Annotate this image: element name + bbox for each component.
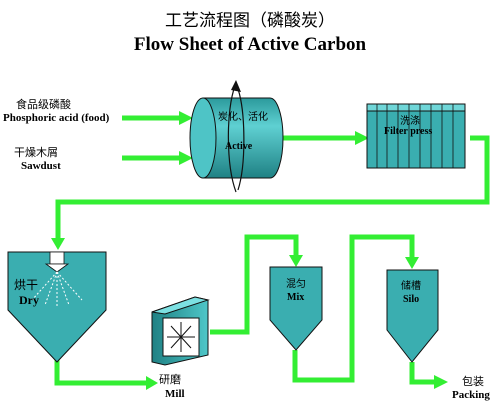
active-kiln xyxy=(189,80,284,193)
dryer-hopper xyxy=(7,251,107,363)
silo-label-en: Silo xyxy=(403,294,420,305)
flow-arrow-dryer-to-mill xyxy=(54,360,147,386)
input-label-phosphoric-acid-en: Phosphoric acid (food) xyxy=(3,112,110,124)
arrowhead-packing xyxy=(434,375,448,389)
flow-arrow-filter-to-dryer xyxy=(55,135,490,240)
mix-tank xyxy=(269,266,323,351)
diagram-title-english: Flow Sheet of Active Carbon xyxy=(133,34,367,55)
arrowhead-acid xyxy=(179,111,193,125)
packing-label-cn: 包装 xyxy=(462,375,484,388)
active-label-en: Active xyxy=(225,141,253,152)
input-label-sawdust-cn: 干燥木屑 xyxy=(14,146,58,159)
flow-arrow-silo-to-packing xyxy=(409,362,435,385)
dry-label-en: Dry xyxy=(19,293,39,307)
arrowheads xyxy=(51,111,448,390)
arrowhead-dryer xyxy=(51,238,65,250)
silo-label-cn: 储槽 xyxy=(401,281,421,292)
filter-press-label-cn: 洗涤 xyxy=(400,116,420,127)
arrowhead-mix xyxy=(289,255,303,267)
flow-arrow-mill-to-mix xyxy=(210,234,299,335)
silo-tank xyxy=(386,269,439,363)
flow-lines xyxy=(54,115,490,386)
dry-label-cn: 烘干 xyxy=(14,278,39,292)
arrowhead-mill xyxy=(146,376,158,390)
mix-label-en: Mix xyxy=(287,292,305,303)
flow-arrow-mix-to-silo xyxy=(292,234,415,383)
filter-press xyxy=(366,103,466,169)
arrowhead-filter xyxy=(355,131,369,145)
arrowhead-silo xyxy=(405,257,419,269)
mill-label-cn: 研磨 xyxy=(159,373,181,386)
packing-label-en: Packing xyxy=(452,389,490,401)
arrowhead-sawdust xyxy=(179,151,193,165)
input-label-phosphoric-acid-cn: 食品级磷酸 xyxy=(16,98,71,111)
mill-label-en: Mill xyxy=(165,388,185,400)
filter-press-label-en: Filter press xyxy=(384,126,433,137)
input-label-sawdust-en: Sawdust xyxy=(21,160,61,172)
diagram-title-chinese: 工艺流程图（磷酸炭） xyxy=(165,11,335,31)
active-label-cn: 炭化、活化 xyxy=(218,112,268,123)
mill-machine xyxy=(151,296,210,366)
mix-label-cn: 混匀 xyxy=(286,279,306,290)
